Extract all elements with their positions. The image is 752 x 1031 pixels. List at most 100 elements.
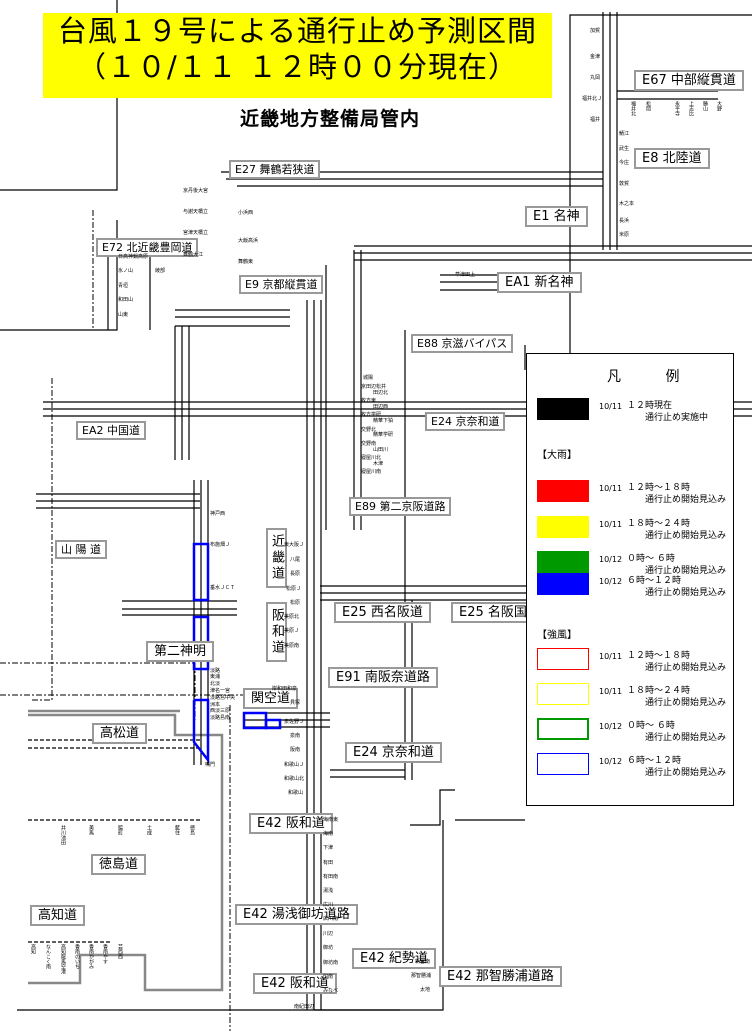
ic-label: 鳴門 xyxy=(205,762,216,768)
route-label-dai2shinmei: 第二神明 xyxy=(146,641,215,662)
legend-item-rain-4: 10/12 ６時～１２時 通行止め開始見込み xyxy=(537,573,727,598)
closure-segment xyxy=(192,698,210,764)
ic-label: 川辺 xyxy=(323,931,334,937)
legend-date: 10/12 xyxy=(599,555,623,564)
ic-label: 津名一宮 xyxy=(210,688,231,694)
ic-label: 新宮南 xyxy=(415,959,431,965)
ic-label: 泉佐野Ｊ xyxy=(284,719,305,725)
ic-label: 洲本 xyxy=(210,702,221,708)
ic-label: 長浜 xyxy=(619,218,630,224)
legend-swatch-blue-outline xyxy=(537,753,589,775)
ic-label: 広川 xyxy=(323,902,334,908)
route-label-sanyo: 山 陽 道 xyxy=(55,540,107,559)
ic-label: 松岡 xyxy=(645,101,651,111)
ic-label: 香南かがみ xyxy=(88,944,94,969)
closure-segment xyxy=(264,718,282,730)
ic-label: 加賀 xyxy=(590,28,601,34)
ic-label: 南紀田辺 xyxy=(294,1004,315,1010)
ic-label: 松原 xyxy=(290,600,301,606)
legend-swatch-blue xyxy=(537,573,589,595)
legend-time: １８時～２４時 xyxy=(627,686,691,696)
ic-label: 草津田上 xyxy=(455,272,476,278)
legend-date: 10/11 xyxy=(599,687,623,696)
ic-label: 精華学研 xyxy=(373,432,394,438)
route-label-e9: E9 京都縦貫道 xyxy=(239,275,324,294)
ic-label: 寝屋川北 xyxy=(361,455,382,461)
ic-label: 勝山 xyxy=(702,101,708,111)
ic-label: 淡路島中央 xyxy=(210,695,236,701)
legend-item-current: 10/11 １２時現在 通行止め実施中 xyxy=(537,398,727,423)
dashed-boundaries xyxy=(0,210,260,1031)
ic-label: 小浜西 xyxy=(238,210,254,216)
ic-label: なんこく南 xyxy=(45,944,51,969)
legend-item-wind-1: 10/11 １２時～１８時 通行止め開始見込み xyxy=(537,648,727,673)
ic-label: 美原Ｊ xyxy=(284,628,300,634)
ic-label: 香南やす xyxy=(102,944,108,964)
ic-label: 脇町 xyxy=(117,825,123,835)
title-line-1: 台風１９号による通行止め予測区間 xyxy=(57,14,538,48)
legend-item-rain-2: 10/11 １８時～２４時 通行止め開始見込み xyxy=(537,516,727,541)
ic-label: 高知 xyxy=(30,944,36,954)
ic-label: 金津 xyxy=(590,54,601,60)
legend-swatch-yellow xyxy=(537,516,589,538)
legend-desc: 通行止め開始見込み xyxy=(645,663,727,673)
title-banner: 台風１９号による通行止め予測区間 （１０/１１ １２時００分現在） xyxy=(43,13,552,98)
legend-item-rain-3: 10/12 ０時～ ６時 通行止め開始見込み xyxy=(537,551,727,576)
ic-label: 永平寺 xyxy=(674,101,680,116)
route-label-e27: E27 舞鶴若狭道 xyxy=(229,160,321,179)
ic-label: 長原 xyxy=(290,571,301,577)
ic-label: みなべ xyxy=(323,988,339,994)
ic-label: 田辺北 xyxy=(373,390,389,396)
route-label-kochi: 高知道 xyxy=(30,905,86,926)
legend-swatch-red xyxy=(537,480,589,502)
ic-label: 松原Ｊ xyxy=(286,586,302,592)
ic-label: 有田南 xyxy=(323,874,339,880)
ic-label: 東浦 xyxy=(210,674,221,680)
ic-label: 下津 xyxy=(323,845,334,851)
route-label-e88: E88 京滋バイパス xyxy=(411,334,514,353)
ic-label: 宮津天橋立 xyxy=(183,230,209,236)
legend-time: １２時現在 xyxy=(627,401,673,411)
ic-label: 有田 xyxy=(323,860,334,866)
ic-label: 西淡三原 xyxy=(210,708,231,714)
legend-panel: 凡 例 10/11 １２時現在 通行止め実施中 【大雨】 10/11 １２時～１… xyxy=(526,353,734,806)
ic-label: 淡路 xyxy=(210,668,221,674)
route-label-e42-hanwa-south: E42 阪和道 xyxy=(253,973,337,994)
ic-label: 福井北 xyxy=(630,101,636,116)
route-label-ea2: EA2 中国道 xyxy=(76,421,146,440)
legend-date: 10/11 xyxy=(599,484,623,493)
route-label-e91: E91 南阪奈道路 xyxy=(328,667,438,688)
ic-label: 海南東 xyxy=(323,817,339,823)
ic-label: 米原 xyxy=(619,232,630,238)
ic-label: 湯浅 xyxy=(323,888,334,894)
legend-date: 10/11 xyxy=(599,520,623,529)
legend-date: 10/12 xyxy=(599,577,623,586)
ic-label: 高知龍馬空港 xyxy=(60,944,66,974)
legend-desc: 通行止め開始見込み xyxy=(645,531,727,541)
legend-swatch-green-outline xyxy=(537,718,589,740)
legend-date: 10/11 xyxy=(599,402,623,411)
route-label-e67: E67 中部縦貫道 xyxy=(634,70,744,91)
ic-label: 阪南 xyxy=(290,747,301,753)
ic-label: 垂水ＪＣＴ xyxy=(210,585,236,591)
route-label-e8: E8 北陸道 xyxy=(634,148,710,169)
ic-label: 大野 xyxy=(716,101,722,111)
region-boundaries-gray xyxy=(28,709,224,992)
route-label-kanku: 関空道 xyxy=(243,688,299,709)
ic-label: 神戸西 xyxy=(210,511,226,517)
legend-desc: 通行止め開始見込み xyxy=(645,698,727,708)
ic-label: 印南 xyxy=(323,974,334,980)
ic-label: 武生 xyxy=(619,146,630,152)
route-label-e72: E72 北近畿豊岡道 xyxy=(96,238,199,257)
ic-label: 泉南 xyxy=(290,733,301,739)
ic-label: 福井 xyxy=(590,117,601,123)
ic-label: 京丹後大宮 xyxy=(183,188,209,194)
legend-time: ０時～ ６時 xyxy=(627,554,675,564)
legend-title: 凡 例 xyxy=(607,369,700,385)
ic-label: 山田川 xyxy=(373,447,389,453)
route-label-e24-south: E24 京奈和道 xyxy=(345,742,442,763)
ic-label: 美馬 xyxy=(88,825,94,835)
legend-section-heavy-rain: 【大雨】 xyxy=(537,450,577,461)
ic-label: 布施畑Ｊ xyxy=(210,542,231,548)
legend-date: 10/12 xyxy=(599,722,623,731)
